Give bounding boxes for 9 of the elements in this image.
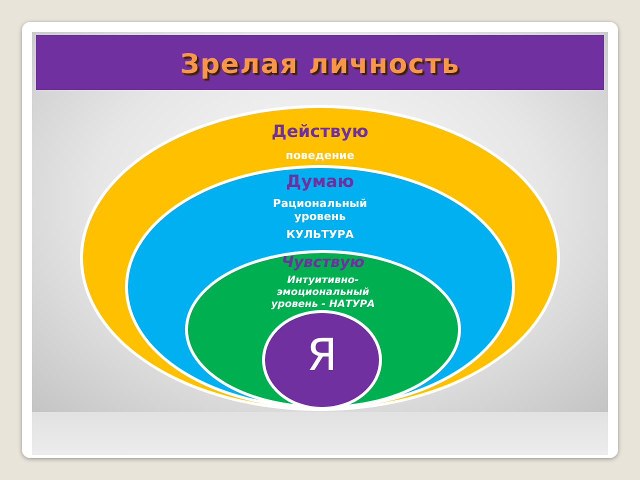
- level-heading: Действую: [272, 122, 368, 142]
- level-note: поведение: [286, 149, 354, 162]
- title: Зрелая личность: [179, 49, 461, 80]
- level-note: Рациональный уровень: [272, 197, 368, 223]
- center-label: Я: [306, 329, 338, 382]
- level-heading: Чувствую: [282, 253, 364, 271]
- level-heading: Думаю: [286, 172, 354, 192]
- level-note: КУЛЬТУРА: [286, 228, 354, 241]
- level-note: Интуитивно-эмоциональный уровень - НАТУРА: [270, 275, 376, 311]
